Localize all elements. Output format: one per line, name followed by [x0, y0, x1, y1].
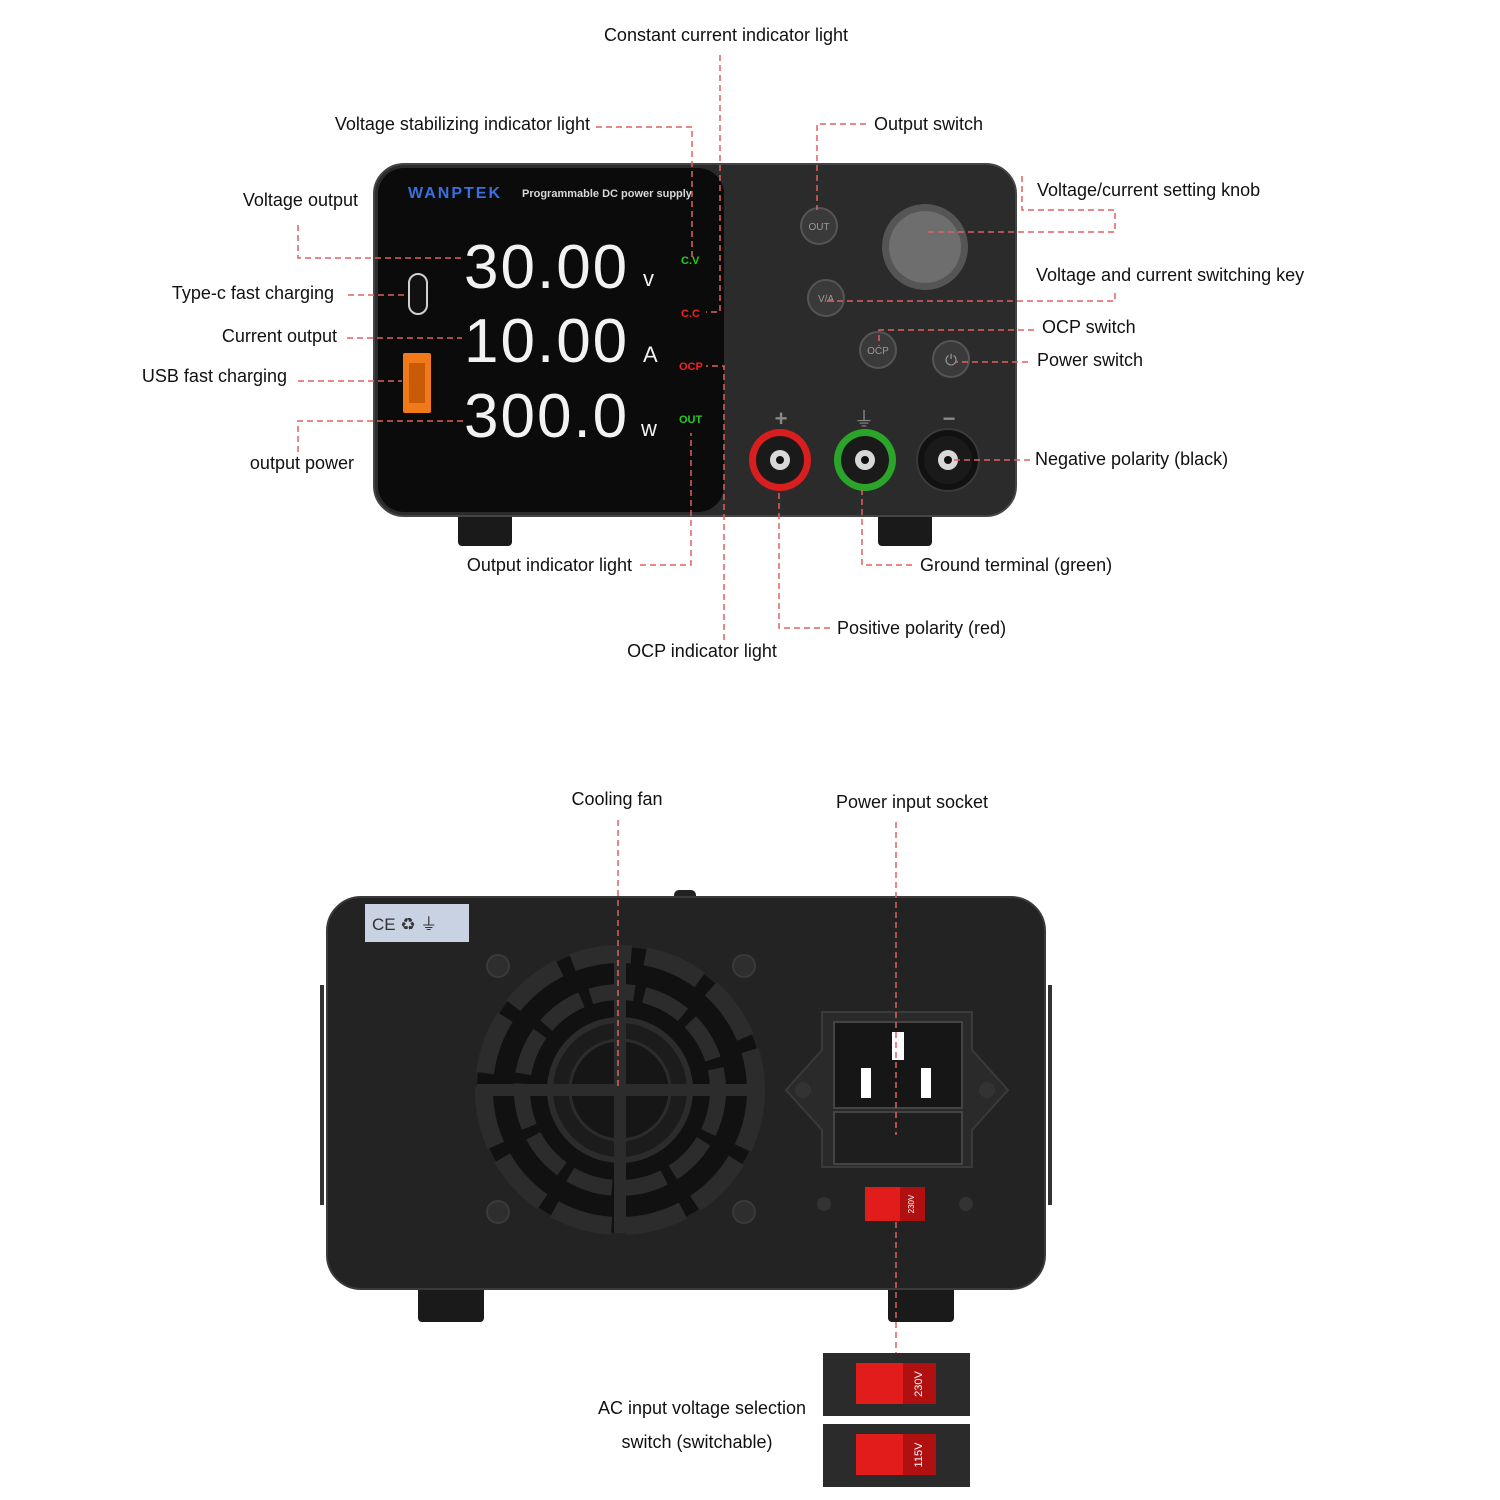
voltage-unit: v [643, 266, 654, 291]
current-readout: 10.00 [464, 307, 629, 376]
out-indicator: OUT [679, 414, 703, 426]
power-readout: 300.0 [464, 382, 629, 451]
voltage-readout: 30.00 [464, 233, 629, 302]
ocp-switch-button[interactable]: OCP [859, 331, 897, 369]
display-panel [378, 168, 724, 512]
current-unit: A [643, 342, 658, 367]
power-input-socket[interactable] [784, 1011, 1010, 1168]
cv-indicator: C.V [681, 255, 700, 267]
leader-ocp-light [706, 365, 725, 640]
brand-logo: WANPTEK [408, 185, 502, 202]
leader-cv-light [596, 126, 693, 258]
callout-negative: Negative polarity (black) [1035, 449, 1229, 469]
usb-port-tongue [409, 363, 425, 403]
rear-foot-right [888, 1280, 954, 1322]
callout-typec: Type-c fast charging [171, 283, 334, 303]
negative-sign: − [943, 406, 956, 431]
rear-panel-unit: CE ♻ ⏚ [320, 890, 1052, 1487]
ac-voltage-selector[interactable]: 230V [865, 1187, 925, 1221]
positive-terminal[interactable] [749, 429, 811, 491]
setting-knob[interactable] [889, 211, 961, 283]
callout-output-light: Output indicator light [466, 555, 632, 575]
callout-ground: Ground terminal (green) [920, 555, 1113, 575]
leader-output-power [297, 420, 466, 452]
leader-ocp-switch [878, 329, 1034, 346]
certification-label [365, 904, 469, 942]
callout-ac-switch-line1: AC input voltage selection [597, 1398, 807, 1418]
switch-option-230v: 230V [913, 1370, 925, 1396]
leader-knob [928, 176, 1116, 233]
leader-positive [778, 490, 830, 629]
callout-ocp-switch: OCP switch [1042, 317, 1136, 337]
front-foot-left [458, 512, 512, 546]
callout-usb: USB fast charging [141, 366, 287, 386]
power-unit: w [640, 416, 657, 441]
leader-voltage-output [297, 225, 464, 259]
certification-marks: CE ♻ ⏚ [372, 915, 437, 934]
switch-detail-115v: 115V [823, 1424, 970, 1487]
cc-indicator: C.C [681, 308, 700, 320]
va-switch-button[interactable]: V/A [807, 279, 845, 317]
callout-ocp-light: OCP indicator light [627, 641, 777, 661]
callout-current-output: Current output [221, 326, 337, 346]
fan-screws [486, 954, 756, 1224]
callout-output-switch: Output switch [874, 114, 984, 134]
rear-screw-left [817, 1197, 831, 1211]
ocp-indicator: OCP [679, 361, 703, 373]
leader-cc-light [706, 55, 721, 313]
positive-sign: + [775, 406, 788, 431]
rear-foot-left [418, 1280, 484, 1322]
display-subtitle: Programmable DC power supply [522, 188, 693, 200]
output-switch-button[interactable]: OUT [800, 207, 838, 245]
typec-port[interactable] [408, 273, 428, 315]
output-switch-label: OUT [808, 222, 829, 233]
callout-output-power: output power [249, 453, 354, 473]
callout-cc-light: Constant current indicator light [603, 25, 849, 45]
switch-option-115v: 115V [913, 1442, 925, 1468]
front-foot-right [878, 512, 932, 546]
callout-cv-light: Voltage stabilizing indicator light [334, 114, 590, 134]
callout-socket: Power input socket [835, 792, 989, 812]
ocp-switch-label: OCP [867, 346, 889, 357]
callout-voltage-output: Voltage output [242, 190, 358, 210]
leader-lines [297, 55, 1116, 1353]
negative-terminal[interactable] [916, 428, 980, 492]
rear-screw-right [959, 1197, 973, 1211]
cooling-fan [475, 945, 765, 1235]
callout-va-key: Voltage and current switching key [1036, 265, 1305, 285]
leader-output-light [640, 433, 692, 566]
selector-value: 230V [907, 1194, 916, 1213]
ground-terminal[interactable] [834, 429, 896, 491]
leader-ground [861, 490, 912, 566]
switch-detail-230v: 230V [823, 1353, 970, 1416]
front-panel-unit: WANPTEK Programmable DC power supply 30.… [373, 163, 1017, 546]
callout-fan: Cooling fan [571, 789, 663, 809]
callout-power-switch: Power switch [1037, 350, 1144, 370]
callout-positive: Positive polarity (red) [837, 618, 1007, 638]
power-switch-button[interactable]: ⏻ [932, 340, 970, 378]
power-icon: ⏻ [945, 352, 957, 369]
va-switch-label: V/A [818, 294, 834, 305]
ground-sign: ⏚ [854, 409, 874, 431]
callout-ac-switch-line2: switch (switchable) [621, 1432, 773, 1452]
callout-knob: Voltage/current setting knob [1037, 180, 1261, 200]
leader-va-key [826, 293, 1116, 302]
